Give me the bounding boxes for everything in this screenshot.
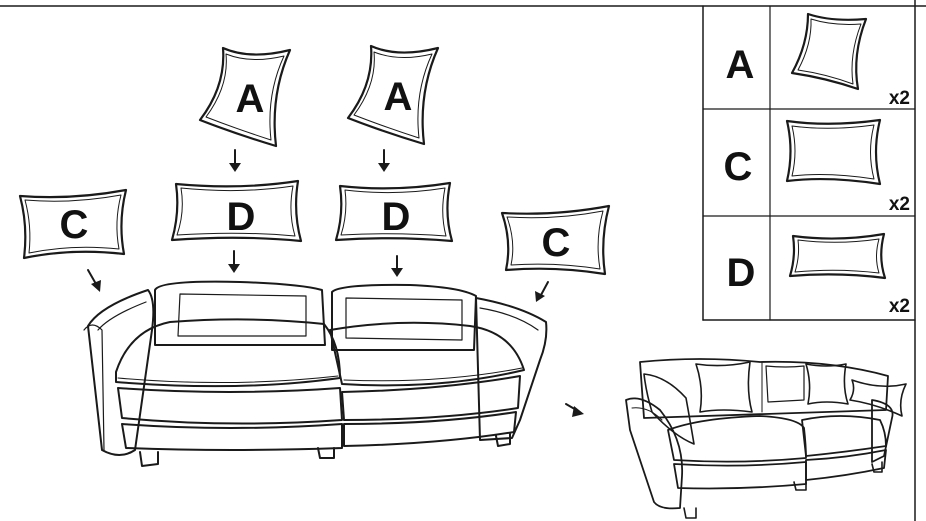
pillow-d-left: D	[172, 181, 301, 241]
pillow-a-right: A	[348, 46, 438, 144]
pillow-d-right: D	[336, 183, 452, 241]
arrow-down-icon	[228, 251, 240, 273]
legend-row-a-letter: A	[726, 43, 755, 87]
pillow-a-left: A	[200, 48, 290, 146]
rectangular-cushion-icon	[787, 120, 880, 184]
legend-row-c-qty: x2	[889, 194, 910, 215]
arrow-down-icon	[391, 256, 403, 277]
pillow-c-right: C	[502, 206, 609, 274]
legend-table: A x2 C x2 D x2	[703, 6, 915, 320]
legend-row-d-qty: x2	[889, 296, 910, 317]
arrow-down-icon	[229, 150, 241, 172]
legend-row-c-letter: C	[724, 145, 753, 189]
pillow-c-left: C	[20, 190, 126, 258]
sofa-assembled	[626, 359, 906, 518]
pillow-c-left-label: C	[60, 203, 89, 247]
pillow-a-right-label: A	[384, 75, 413, 119]
sofa-main	[84, 282, 546, 466]
square-cushion-icon	[792, 14, 866, 89]
arrow-down-right-icon	[566, 404, 584, 417]
arrow-down-right-icon	[88, 270, 101, 292]
pillow-d-left-label: D	[227, 195, 256, 239]
pillow-c-right-label: C	[542, 221, 571, 265]
arrow-down-left-icon	[535, 282, 548, 302]
legend-row-d-letter: D	[727, 251, 756, 295]
legend-row-a-qty: x2	[889, 88, 910, 109]
pillow-a-left-label: A	[236, 77, 265, 121]
long-cushion-icon	[790, 234, 885, 278]
arrow-down-icon	[378, 150, 390, 172]
pillow-d-right-label: D	[382, 195, 411, 239]
